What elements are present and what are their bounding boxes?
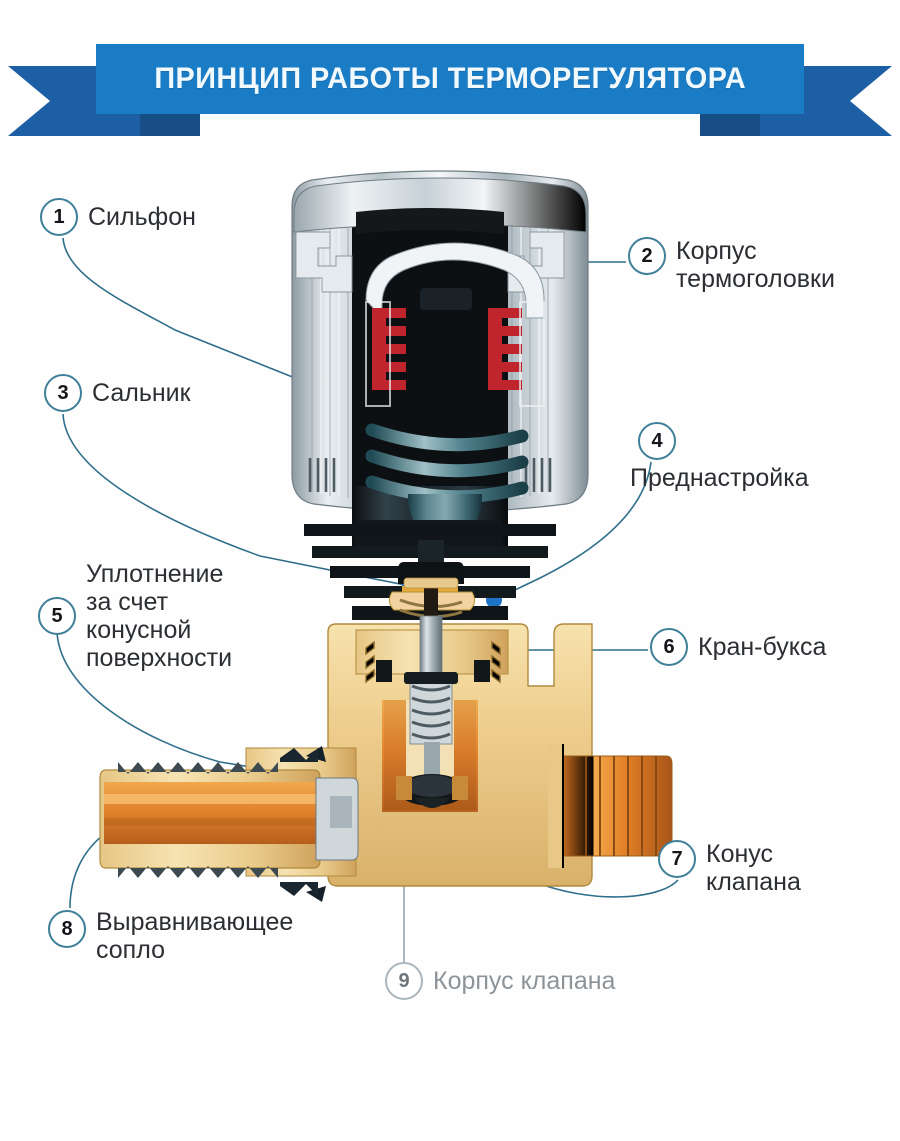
callout-label-7: Конус клапана xyxy=(706,840,801,896)
callout-badge-3: 3 xyxy=(44,374,82,412)
callout-label-8: Выравнивающее сопло xyxy=(96,908,294,964)
callout-badge-2: 2 xyxy=(628,237,666,275)
gasket-right xyxy=(474,660,490,682)
leader-1 xyxy=(62,237,331,393)
spindle-collar xyxy=(404,672,458,684)
callout-label-5: Уплотнение за счет конусной поверхности xyxy=(86,560,233,672)
nozzle-threads-bottom xyxy=(118,866,278,878)
cone-top xyxy=(406,775,458,797)
callout-badge-4: 4 xyxy=(638,422,676,460)
seal-cone-left-lower xyxy=(280,882,318,896)
callout-label-1: Сильфон xyxy=(88,203,196,231)
leader-5 xyxy=(56,631,301,776)
callout-8[interactable]: 8 Выравнивающее сопло xyxy=(48,908,293,964)
thermostatic-head xyxy=(291,170,589,513)
head-cap-slot xyxy=(356,208,504,234)
callout-badge-6: 6 xyxy=(650,628,688,666)
conical-sealing-surface xyxy=(280,748,318,896)
callout-label-4: Преднастройка xyxy=(630,464,809,492)
bellows-core-top xyxy=(420,288,472,310)
cone-seat-right xyxy=(452,776,468,800)
leader-3 xyxy=(62,413,411,587)
callout-label-9: Корпус клапана xyxy=(433,967,616,995)
callout-label-3: Сальник xyxy=(92,379,191,407)
cone-seat-left xyxy=(396,776,412,800)
callout-badge-8: 8 xyxy=(48,910,86,948)
callout-3[interactable]: 3 Сальник xyxy=(44,374,191,412)
callout-badge-9: 9 xyxy=(385,962,423,1000)
gasket-left xyxy=(376,660,392,682)
preset-pin xyxy=(424,586,438,616)
outlet-threads xyxy=(571,756,657,856)
bellows-cap xyxy=(365,242,545,320)
nozzle-insert-collar xyxy=(330,796,352,828)
equalizing-nozzle xyxy=(99,746,359,902)
valve-spindle xyxy=(404,615,458,784)
callout-2[interactable]: 2 Корпус термоголовки xyxy=(628,237,835,293)
spindle-threads xyxy=(411,684,451,740)
valve-cone xyxy=(396,774,468,808)
leader-4 xyxy=(493,461,652,601)
callout-9[interactable]: 9 Корпус клапана xyxy=(385,962,615,1000)
spindle-rod xyxy=(419,615,443,681)
grip-fin-1 xyxy=(304,524,556,536)
nozzle-threads-top xyxy=(118,762,278,774)
callout-label-2: Корпус термоголовки xyxy=(676,237,835,293)
callout-badge-7: 7 xyxy=(658,840,696,878)
cone-tip xyxy=(414,798,450,808)
gland-ring xyxy=(403,577,459,589)
callout-5[interactable]: 5 Уплотнение за счет конусной поверхност… xyxy=(38,560,232,672)
callout-label-6: Кран-букса xyxy=(698,633,827,661)
nozzle-bore-group xyxy=(104,782,344,844)
callout-badge-5: 5 xyxy=(38,597,76,635)
spindle-lower-rod xyxy=(424,742,440,784)
callout-6[interactable]: 6 Кран-букса xyxy=(650,628,826,666)
bellows-right xyxy=(488,308,522,390)
callout-badge-1: 1 xyxy=(40,198,78,236)
banner-title-plate: ПРИНЦИП РАБОТЫ ТЕРМОРЕГУЛЯТОРА xyxy=(96,44,804,114)
head-bracket-left xyxy=(295,231,353,293)
callout-4[interactable]: 4 Преднастройка xyxy=(630,422,809,492)
callout-1[interactable]: 1 Сильфон xyxy=(40,198,196,236)
bellows-assembly xyxy=(365,242,545,407)
ribbon-fold-right xyxy=(700,114,760,136)
bonnet-threads xyxy=(365,640,501,684)
gland-seal xyxy=(403,577,459,589)
callout-7[interactable]: 7 Конус клапана xyxy=(658,840,801,896)
ribbon-fold-left xyxy=(140,114,200,136)
title-banner: ПРИНЦИП РАБОТЫ ТЕРМОРЕГУЛЯТОРА xyxy=(0,28,900,140)
nozzle-bore xyxy=(104,782,344,844)
seal-cone-left xyxy=(280,748,318,762)
head-vents-left xyxy=(308,458,336,492)
page-title: ПРИНЦИП РАБОТЫ ТЕРМОРЕГУЛЯТОРА xyxy=(154,62,746,95)
outlet-shoulder xyxy=(548,744,562,868)
